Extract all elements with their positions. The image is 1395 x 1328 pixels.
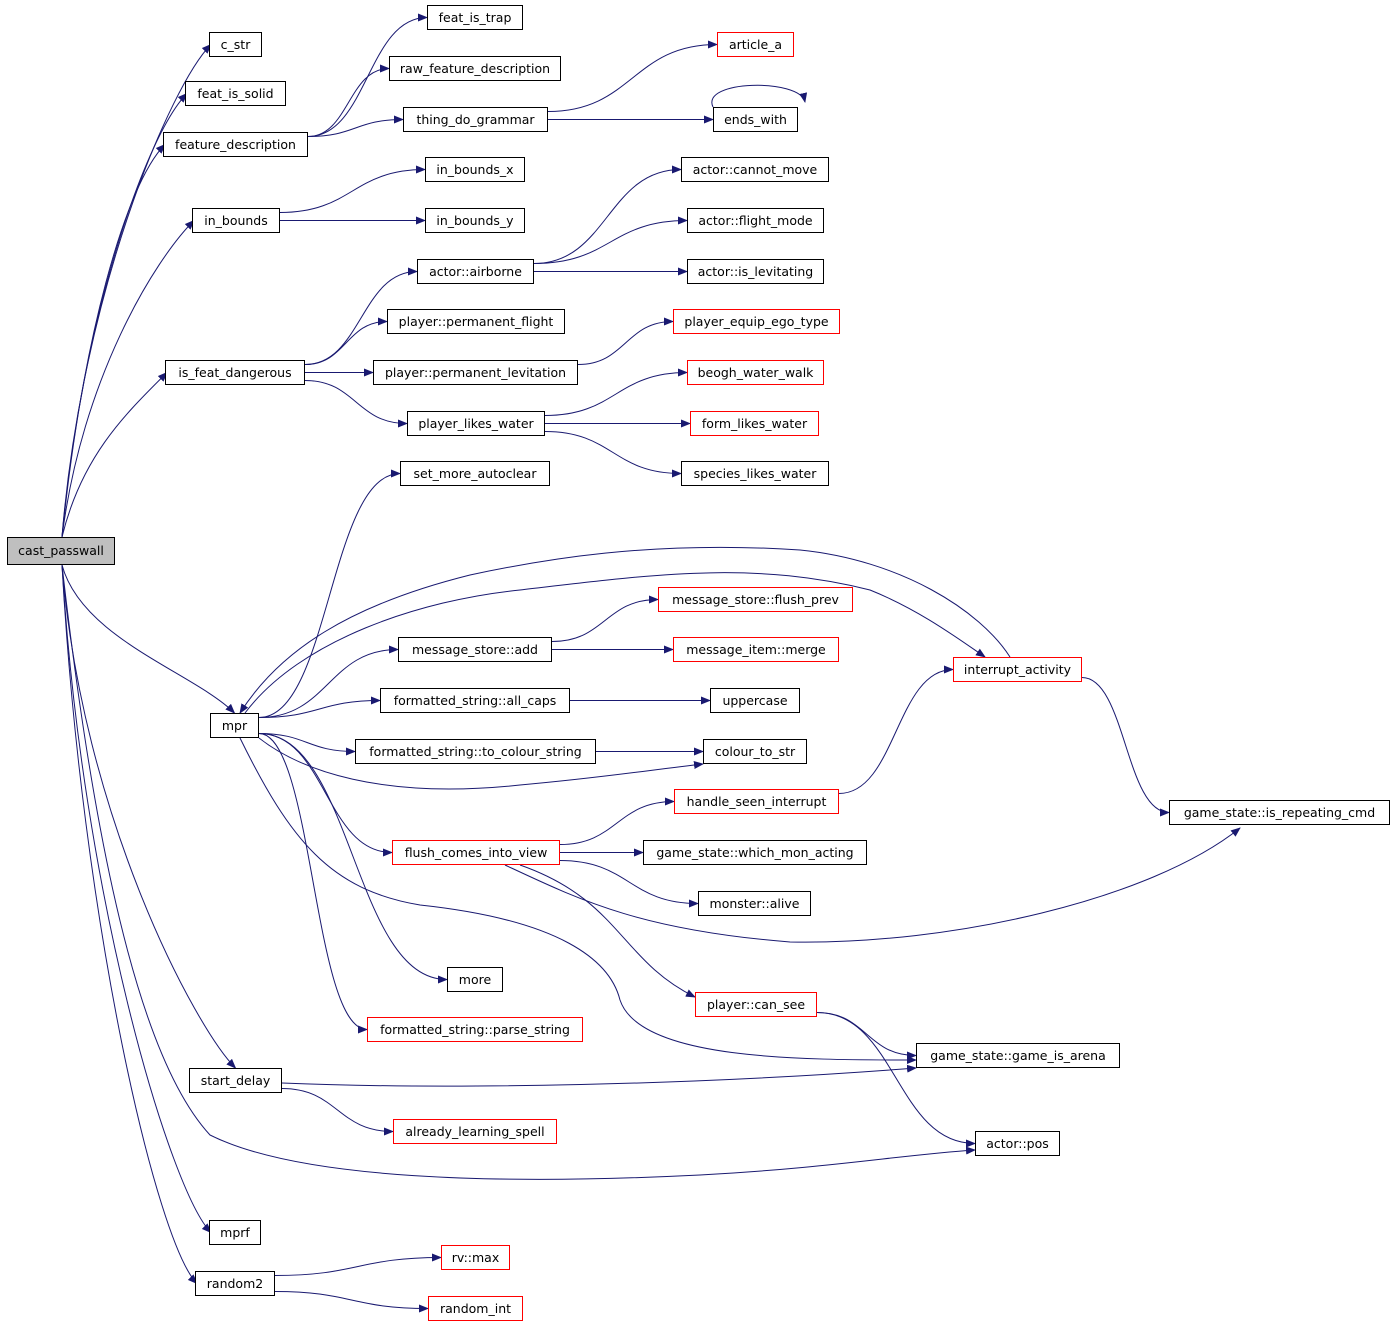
edge-cast-passwall-to-start-delay bbox=[61, 564, 237, 1069]
graph-node-in-bounds[interactable]: in_bounds bbox=[192, 208, 280, 233]
edge-flush-comes-into-view-to-handle-seen-interrupt bbox=[559, 797, 675, 845]
graph-node-in-bounds-x[interactable]: in_bounds_x bbox=[425, 157, 525, 182]
edge-flush-comes-into-view-to-player-can-see bbox=[519, 864, 696, 998]
graph-node-handle-seen-interrupt[interactable]: handle_seen_interrupt bbox=[674, 789, 839, 814]
graph-node-colour-to-str[interactable]: colour_to_str bbox=[703, 739, 807, 764]
edge-start-delay-to-already-learning-spell bbox=[281, 1088, 394, 1136]
edge-feature-description-to-thing-do-grammar bbox=[307, 115, 404, 137]
edge-player-likes-water-to-beogh-water-walk bbox=[544, 368, 688, 416]
edge-cast-passwall-to-c-str bbox=[61, 43, 212, 538]
edge-mpr-to-formatted-string-to-colour-string bbox=[258, 733, 356, 756]
edge-actor-airborne-to-actor-flight-mode bbox=[533, 216, 688, 264]
graph-node-raw-feature-description[interactable]: raw_feature_description bbox=[389, 56, 561, 81]
graph-node-c-str[interactable]: c_str bbox=[209, 32, 262, 57]
graph-node-thing-do-grammar[interactable]: thing_do_grammar bbox=[403, 107, 548, 132]
edge-cast-passwall-to-in-bounds bbox=[61, 219, 195, 538]
graph-node-player-permanent-flight[interactable]: player::permanent_flight bbox=[387, 309, 565, 334]
graph-node-feature-description[interactable]: feature_description bbox=[163, 132, 308, 157]
edge-mpr-to-colour-to-str bbox=[258, 737, 704, 790]
graph-node-formatted-string-all-caps[interactable]: formatted_string::all_caps bbox=[380, 688, 570, 713]
edge-feature-description-to-raw-feature-description bbox=[307, 64, 390, 137]
edge-cast-passwall-to-actor-pos bbox=[61, 564, 976, 1180]
graph-node-cast-passwall[interactable]: cast_passwall bbox=[7, 537, 115, 565]
graph-node-already-learning-spell[interactable]: already_learning_spell bbox=[393, 1119, 557, 1144]
edge-message-store-add-to-message-store-flush-prev bbox=[551, 595, 659, 642]
graph-node-message-item-merge[interactable]: message_item::merge bbox=[673, 637, 839, 662]
graph-node-player-equip-ego-type[interactable]: player_equip_ego_type bbox=[673, 309, 840, 334]
edge-start-delay-to-game-state-game-is-arena bbox=[281, 1064, 917, 1087]
graph-node-more[interactable]: more bbox=[447, 967, 503, 992]
edge-player-permanent-levitation-to-player-equip-ego-type bbox=[577, 317, 674, 365]
graph-node-start-delay[interactable]: start_delay bbox=[189, 1068, 282, 1093]
graph-node-mpr[interactable]: mpr bbox=[210, 713, 259, 738]
graph-node-set-more-autoclear[interactable]: set_more_autoclear bbox=[400, 461, 550, 486]
graph-node-actor-pos[interactable]: actor::pos bbox=[975, 1131, 1060, 1156]
edge-cast-passwall-to-mprf bbox=[61, 564, 212, 1234]
edge-mpr-to-formatted-string-all-caps bbox=[258, 696, 381, 718]
graph-node-ends-with[interactable]: ends_with bbox=[713, 107, 798, 132]
edge-random2-to-rv-max bbox=[274, 1253, 442, 1276]
graph-node-player-likes-water[interactable]: player_likes_water bbox=[407, 411, 545, 436]
edge-cast-passwall-to-is-feat-dangerous bbox=[61, 371, 168, 538]
edge-flush-comes-into-view-to-monster-alive bbox=[559, 860, 699, 908]
graph-node-game-state-game-is-arena[interactable]: game_state::game_is_arena bbox=[916, 1043, 1120, 1068]
graph-node-form-likes-water[interactable]: form_likes_water bbox=[690, 411, 819, 436]
graph-node-actor-flight-mode[interactable]: actor::flight_mode bbox=[687, 208, 824, 233]
graph-node-uppercase[interactable]: uppercase bbox=[710, 688, 800, 713]
graph-node-is-feat-dangerous[interactable]: is_feat_dangerous bbox=[165, 360, 305, 385]
edge-cast-passwall-to-mpr bbox=[61, 564, 236, 714]
edge-mpr-to-interrupt-activity bbox=[244, 572, 986, 714]
edge-interrupt-activity-to-game-state-is-repeating-cmd bbox=[1081, 677, 1170, 817]
graph-node-actor-airborne[interactable]: actor::airborne bbox=[417, 259, 534, 284]
edge-player-can-see-to-game-state-game-is-arena bbox=[816, 1012, 917, 1060]
edge-flush-comes-into-view-to-game-state-is-repeating-cmd bbox=[504, 827, 1241, 943]
edge-ends-with-to-ends-with bbox=[711, 84, 808, 108]
edge-actor-airborne-to-actor-cannot-move bbox=[533, 165, 682, 264]
graph-node-beogh-water-walk[interactable]: beogh_water_walk bbox=[687, 360, 824, 385]
graph-node-game-state-which-mon-acting[interactable]: game_state::which_mon_acting bbox=[643, 840, 867, 865]
graph-node-random-int[interactable]: random_int bbox=[428, 1296, 523, 1321]
edge-player-can-see-to-actor-pos bbox=[816, 1012, 976, 1148]
graph-node-feat-is-solid[interactable]: feat_is_solid bbox=[185, 81, 286, 106]
graph-node-in-bounds-y[interactable]: in_bounds_y bbox=[425, 208, 525, 233]
graph-node-mprf[interactable]: mprf bbox=[209, 1220, 261, 1245]
edge-mpr-to-message-store-add bbox=[258, 645, 399, 718]
edge-cast-passwall-to-feat-is-solid bbox=[61, 92, 188, 538]
graph-node-flush-comes-into-view[interactable]: flush_comes_into_view bbox=[392, 840, 560, 865]
graph-node-formatted-string-parse-string[interactable]: formatted_string::parse_string bbox=[367, 1017, 583, 1042]
edge-random2-to-random-int bbox=[274, 1291, 429, 1313]
graph-node-interrupt-activity[interactable]: interrupt_activity bbox=[953, 657, 1082, 682]
edge-mpr-to-more bbox=[258, 733, 448, 984]
graph-node-actor-is-levitating[interactable]: actor::is_levitating bbox=[687, 259, 824, 284]
graph-node-random2[interactable]: random2 bbox=[195, 1271, 275, 1296]
graph-node-player-can-see[interactable]: player::can_see bbox=[695, 992, 817, 1017]
graph-node-monster-alive[interactable]: monster::alive bbox=[698, 891, 811, 916]
edge-mpr-to-set-more-autoclear bbox=[258, 469, 401, 718]
graph-node-actor-cannot-move[interactable]: actor::cannot_move bbox=[681, 157, 829, 182]
edge-interrupt-activity-to-mpr bbox=[239, 546, 1011, 714]
graph-node-formatted-string-to-colour-string[interactable]: formatted_string::to_colour_string bbox=[355, 739, 596, 764]
edge-in-bounds-to-in-bounds-x bbox=[279, 165, 426, 213]
graph-node-message-store-flush-prev[interactable]: message_store::flush_prev bbox=[658, 587, 853, 612]
graph-node-article-a[interactable]: article_a bbox=[717, 32, 794, 57]
graph-node-game-state-is-repeating-cmd[interactable]: game_state::is_repeating_cmd bbox=[1169, 800, 1390, 825]
edge-mpr-to-game-state-game-is-arena bbox=[239, 737, 917, 1064]
edge-thing-do-grammar-to-article-a bbox=[547, 40, 718, 112]
edge-cast-passwall-to-feature-description bbox=[61, 143, 166, 538]
edge-handle-seen-interrupt-to-interrupt-activity bbox=[838, 665, 954, 794]
edge-player-likes-water-to-species-likes-water bbox=[544, 431, 682, 478]
edge-mpr-to-formatted-string-parse-string bbox=[258, 733, 368, 1034]
edge-is-feat-dangerous-to-player-permanent-flight bbox=[304, 317, 388, 365]
graph-node-species-likes-water[interactable]: species_likes_water bbox=[681, 461, 829, 486]
graph-node-player-permanent-levitation[interactable]: player::permanent_levitation bbox=[373, 360, 578, 385]
graph-node-feat-is-trap[interactable]: feat_is_trap bbox=[427, 5, 523, 30]
edge-is-feat-dangerous-to-player-likes-water bbox=[304, 380, 408, 428]
graph-node-rv-max[interactable]: rv::max bbox=[441, 1245, 510, 1270]
graph-node-message-store-add[interactable]: message_store::add bbox=[398, 637, 552, 662]
edge-cast-passwall-to-random2 bbox=[61, 564, 198, 1285]
